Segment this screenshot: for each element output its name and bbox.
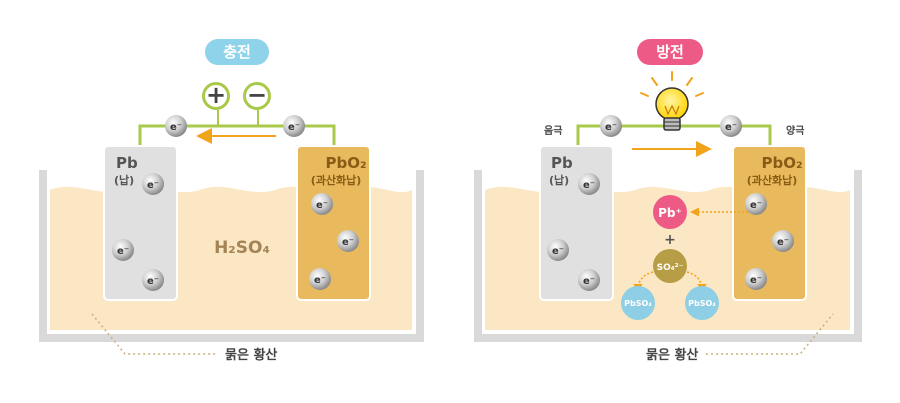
electron bbox=[578, 173, 600, 195]
pbso4-right-label: PbSO₄ bbox=[688, 299, 716, 308]
cathode-plate bbox=[296, 145, 371, 301]
electron-label: e⁻ bbox=[750, 200, 762, 211]
anode-sub: (납) bbox=[114, 173, 134, 187]
electron-label: e⁻ bbox=[117, 246, 129, 257]
electron-label: e⁻ bbox=[147, 180, 159, 191]
electron bbox=[112, 239, 134, 261]
discharge-title: 방전 bbox=[637, 39, 703, 65]
caption-leader bbox=[706, 313, 834, 355]
cathode-sub: (과산화납) bbox=[311, 173, 362, 187]
pbso4-left-label: PbSO₄ bbox=[624, 299, 652, 308]
pbso4-left bbox=[621, 286, 655, 320]
caption: 묽은 황산 bbox=[225, 347, 277, 363]
pb-ion bbox=[653, 195, 687, 229]
minus-icon: − bbox=[243, 82, 271, 110]
pb-ion-label: Pb⁺ bbox=[658, 206, 682, 220]
electron-label: e⁻ bbox=[170, 122, 182, 133]
electron bbox=[283, 115, 305, 137]
charge-title: 충전 bbox=[205, 39, 269, 65]
electron bbox=[142, 269, 164, 291]
electron-label: e⁻ bbox=[583, 276, 595, 287]
charge-panel: Pb (납) PbO₂ (과산화납) H₂SO₄ 묽은 황산 bbox=[39, 110, 424, 363]
anode-name: Pb bbox=[116, 154, 138, 172]
electron bbox=[720, 115, 742, 137]
caption: 묽은 황산 bbox=[646, 347, 698, 363]
pbso4-right bbox=[685, 286, 719, 320]
container bbox=[474, 170, 862, 342]
external-wire bbox=[138, 124, 336, 148]
electron bbox=[745, 268, 767, 290]
electron-label: e⁻ bbox=[314, 275, 326, 286]
lightbulb-icon bbox=[640, 71, 704, 131]
electron bbox=[745, 193, 767, 215]
so4-ion bbox=[653, 249, 687, 283]
electron-label: e⁻ bbox=[316, 200, 328, 211]
electrons-layer: e⁻ e⁻ e⁻ e⁻ e⁻ e⁻ e⁻ e⁻ e⁻ e⁻ e⁻ e⁻ e⁻ e⁻ e⁻ e⁻ bbox=[112, 115, 794, 291]
caption-leader bbox=[91, 313, 218, 355]
positive-label: 양극 bbox=[786, 125, 804, 137]
electron bbox=[547, 239, 569, 261]
electron-label: e⁻ bbox=[605, 122, 617, 133]
electron bbox=[311, 193, 333, 215]
anode-name: Pb bbox=[551, 154, 573, 172]
cathode-sub: (과산화납) bbox=[747, 173, 798, 187]
electron bbox=[578, 269, 600, 291]
electron-label: e⁻ bbox=[147, 276, 159, 287]
cathode-plate bbox=[732, 145, 807, 301]
plus-sign: + bbox=[664, 232, 676, 248]
so4-arrow-left bbox=[633, 271, 654, 293]
electrolyte-label: H₂SO₄ bbox=[214, 238, 270, 258]
electron-label: e⁻ bbox=[725, 122, 737, 133]
electron-label: e⁻ bbox=[583, 180, 595, 191]
negative-label: 음극 bbox=[544, 125, 562, 137]
electron bbox=[309, 268, 331, 290]
electron-label: e⁻ bbox=[342, 237, 354, 248]
discharge-panel: 음극 양극 Pb (납) PbO₂ (과산화납) Pb⁺ + SO₄²⁻ PbS… bbox=[474, 71, 862, 363]
plus-icon: + bbox=[202, 82, 230, 110]
electron bbox=[772, 230, 794, 252]
electron-label: e⁻ bbox=[288, 122, 300, 133]
cathode-name: PbO₂ bbox=[325, 154, 366, 172]
so4-ion-label: SO₄²⁻ bbox=[657, 263, 684, 273]
electron bbox=[337, 230, 359, 252]
cathode-name: PbO₂ bbox=[761, 154, 802, 172]
container bbox=[39, 170, 424, 342]
anode-sub: (납) bbox=[549, 173, 569, 187]
electron bbox=[600, 115, 622, 137]
electron bbox=[142, 173, 164, 195]
anode-plate bbox=[103, 145, 178, 301]
charger-wire bbox=[217, 110, 259, 126]
electron-label: e⁻ bbox=[750, 275, 762, 286]
electron bbox=[165, 115, 187, 137]
electron-label: e⁻ bbox=[777, 237, 789, 248]
so4-arrow-right bbox=[686, 271, 707, 293]
electron-label: e⁻ bbox=[552, 246, 564, 257]
